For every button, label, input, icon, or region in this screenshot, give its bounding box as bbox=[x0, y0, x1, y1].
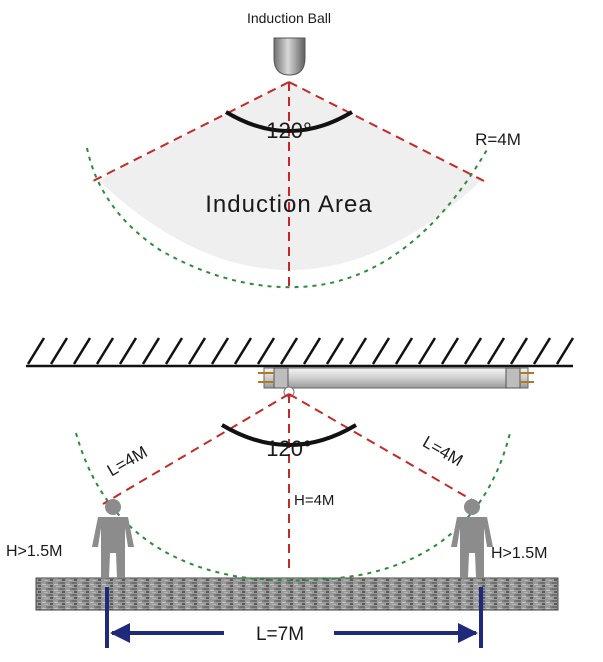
range-arc-top bbox=[86, 147, 489, 289]
angle-label-bottom: 120° bbox=[266, 436, 312, 461]
right-ray-bottom bbox=[288, 393, 480, 505]
angle-arc-top bbox=[224, 110, 354, 133]
bottom-diagram: 120° L=4M L=4M H=4M H>1.5M H>1.5M L=7M bbox=[6, 337, 575, 648]
right-ray-top bbox=[288, 81, 485, 182]
angle-label-top: 120° bbox=[266, 118, 312, 143]
top-diagram: Induction Ball 120° R=4M Induction Area bbox=[86, 10, 521, 289]
right-distance-label: L=4M bbox=[419, 432, 466, 470]
left-distance-label: L=4M bbox=[104, 442, 151, 480]
height-label: H=4M bbox=[294, 492, 334, 509]
ceiling-hatch bbox=[26, 337, 575, 365]
left-person-icon bbox=[92, 499, 134, 578]
floor bbox=[35, 577, 559, 611]
span-label: L=7M bbox=[256, 624, 304, 645]
right-person-height-label: H>1.5M bbox=[491, 545, 547, 562]
left-ray-bottom bbox=[102, 393, 290, 505]
left-ray-top bbox=[92, 81, 290, 182]
induction-ball-icon bbox=[273, 37, 306, 76]
induction-area-label: Induction Area bbox=[205, 191, 372, 218]
sensor-label: Induction Ball bbox=[247, 10, 331, 26]
left-person-height-label: H>1.5M bbox=[6, 543, 62, 560]
angle-arc-bottom bbox=[220, 423, 358, 447]
right-person-icon bbox=[451, 499, 493, 578]
radius-label: R=4M bbox=[475, 130, 521, 149]
tube-light-icon bbox=[258, 367, 534, 398]
